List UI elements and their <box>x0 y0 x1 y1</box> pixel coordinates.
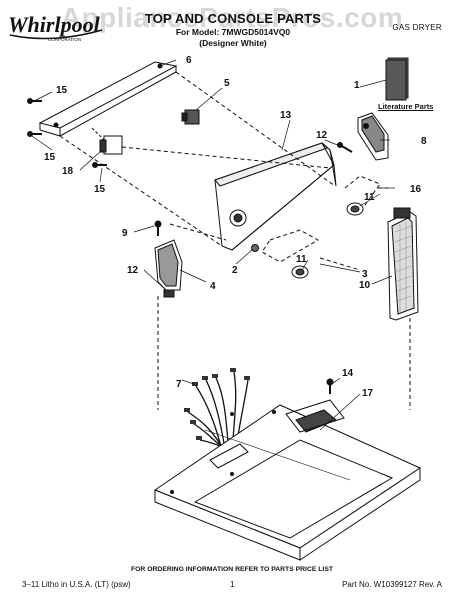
callout-18: 18 <box>62 166 74 177</box>
callout-labels: 6 5 1 15 15 18 15 13 12 8 16 11 9 11 2 1… <box>44 55 427 399</box>
callout-6: 6 <box>186 55 192 66</box>
callout-11-a: 11 <box>364 192 375 203</box>
console-panel[interactable] <box>214 142 337 251</box>
screw-13[interactable] <box>326 378 334 394</box>
whirlpool-logo: Whirlpool CORPORATION <box>8 10 104 44</box>
callout-17: 16 <box>410 184 422 195</box>
screw-15-b[interactable] <box>27 131 43 137</box>
callout-12-a: 12 <box>316 130 328 141</box>
callout-16: 17 <box>362 388 374 399</box>
callout-12-b: 12 <box>127 265 139 276</box>
literature-parts-label: Literature Parts <box>378 102 434 111</box>
callout-2: 2 <box>232 265 238 276</box>
callout-9: 9 <box>122 228 128 239</box>
callout-4: 4 <box>210 281 216 292</box>
ordering-note: FOR ORDERING INFORMATION REFER TO PARTS … <box>130 566 334 573</box>
callout-5: 5 <box>224 78 230 89</box>
screw-15-a[interactable] <box>27 98 43 104</box>
callout-10: 10 <box>359 280 371 291</box>
watermark: AppliancePartsPros.com <box>60 2 404 33</box>
literature-booklet[interactable] <box>385 57 409 101</box>
brand-wordmark: Whirlpool <box>8 12 101 37</box>
callout-15-a: 15 <box>56 85 68 96</box>
screw-9[interactable] <box>154 220 162 236</box>
litho-info: 3–11 Litho in U.S.A. (LT) (psw) <box>22 580 131 589</box>
knob-11-b[interactable] <box>291 265 309 279</box>
console-end-cap-right[interactable] <box>357 112 389 161</box>
appliance-type: GAS DRYER <box>392 23 442 32</box>
callout-15-c: 15 <box>94 184 106 195</box>
lint-screen[interactable] <box>387 207 419 321</box>
page-title: TOP AND CONSOLE PARTS <box>144 11 322 26</box>
console-rear-panel[interactable] <box>38 61 178 137</box>
model-line: For Model: 7MWGD5014VQ0 <box>175 27 291 37</box>
callout-15-b: 15 <box>44 152 56 163</box>
brand-sub: CORPORATION <box>48 37 81 42</box>
screw-15-c[interactable] <box>92 162 108 168</box>
callout-14: 13 <box>280 110 292 121</box>
screw-12-a[interactable] <box>337 142 353 153</box>
top-panel[interactable] <box>153 399 422 561</box>
callout-8: 8 <box>421 136 427 147</box>
console-end-cap-left[interactable] <box>154 239 183 291</box>
part-number: Part No. W10399127 Rev. A <box>342 580 442 589</box>
callout-1: 1 <box>354 80 360 91</box>
push-to-start-switch[interactable] <box>91 127 123 155</box>
screw-12-b[interactable] <box>163 289 175 298</box>
callout-3: 3 <box>362 269 368 280</box>
knob-11-a[interactable] <box>346 202 364 216</box>
variant-line: (Designer White) <box>199 38 267 48</box>
callout-13: 14 <box>342 368 354 379</box>
callout-11-b: 11 <box>296 254 307 265</box>
callout-7: 7 <box>176 379 182 390</box>
clip-2[interactable] <box>251 244 259 252</box>
page-number: 1 <box>230 580 235 589</box>
timer-5[interactable] <box>181 109 200 125</box>
